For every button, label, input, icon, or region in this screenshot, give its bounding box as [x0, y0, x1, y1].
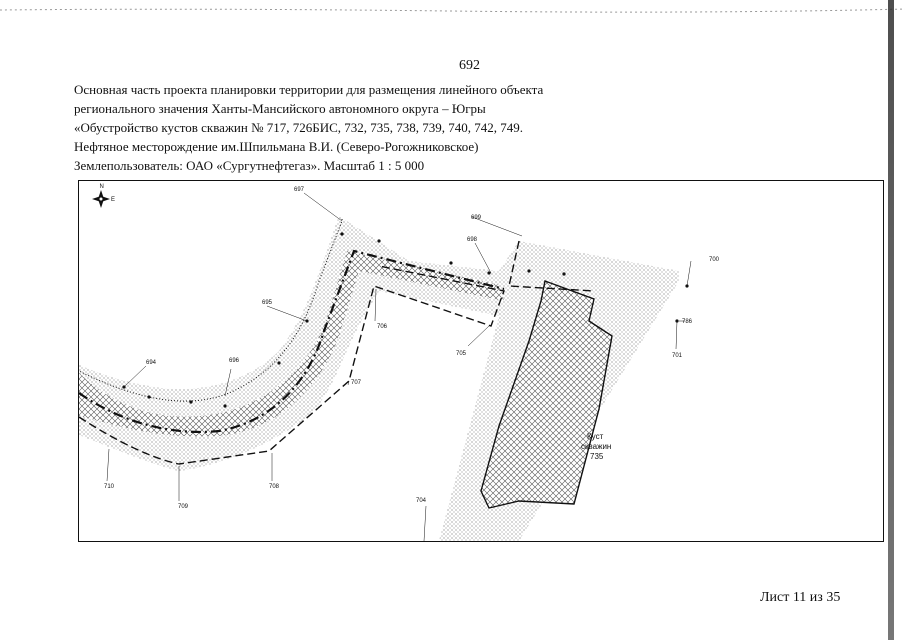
point-label-695: 695 [262, 300, 273, 306]
planning-map: N E [78, 180, 884, 542]
page-number: 692 [459, 58, 480, 73]
svg-text:N: N [100, 184, 104, 190]
point-label-710: 710 [104, 484, 115, 490]
header-line-2: регионального значения Ханты-Мансийского… [74, 101, 486, 116]
well-pad-label-line-1: Куст [587, 432, 604, 441]
map-drawing: N E [79, 184, 720, 541]
header-line-5: Землепользователь: ОАО «Сургутнефтегаз».… [74, 158, 425, 173]
point-label-699: 699 [471, 215, 482, 221]
document-header: Основная часть проекта планировки террит… [74, 80, 634, 175]
header-line-1: Основная часть проекта планировки террит… [74, 82, 544, 97]
well-pad-735 [480, 280, 613, 509]
boundary-dashed-3 [508, 240, 595, 292]
header-line-3: «Обустройство кустов скважин № 717, 726Б… [74, 120, 524, 135]
point-label-786: 786 [682, 319, 693, 325]
road-corridor [79, 251, 504, 437]
point-label-698: 698 [467, 237, 478, 243]
boundary-vertices [122, 232, 689, 408]
road-centerline [79, 249, 505, 434]
header-line-4: Нефтяное месторождение им.Шпильмана В.И.… [74, 139, 479, 154]
point-label-700: 700 [709, 257, 720, 263]
point-label-694: 694 [146, 360, 157, 366]
north-arrow-icon: N E [92, 184, 115, 208]
well-pad-label-line-3: 735 [590, 452, 604, 461]
boundary-dashed-2 [79, 219, 343, 402]
point-labels [106, 192, 692, 541]
boundary-dashed [79, 265, 505, 465]
point-label-696: 696 [229, 358, 240, 364]
point-label-701: 701 [672, 353, 683, 359]
scan-top-edge [0, 8, 905, 13]
point-label-697: 697 [294, 187, 305, 193]
point-label-707: 707 [351, 380, 362, 386]
sheet-footer: Лист 11 из 35 [760, 590, 841, 605]
point-label-706: 706 [377, 324, 388, 330]
point-label-705: 705 [456, 351, 467, 357]
point-label-709: 709 [178, 504, 189, 510]
well-pad-label-line-2: скважин [581, 442, 611, 451]
scan-right-edge [888, 0, 894, 640]
point-label-708: 708 [269, 484, 280, 490]
point-label-704: 704 [416, 498, 427, 504]
svg-text:E: E [111, 197, 115, 203]
